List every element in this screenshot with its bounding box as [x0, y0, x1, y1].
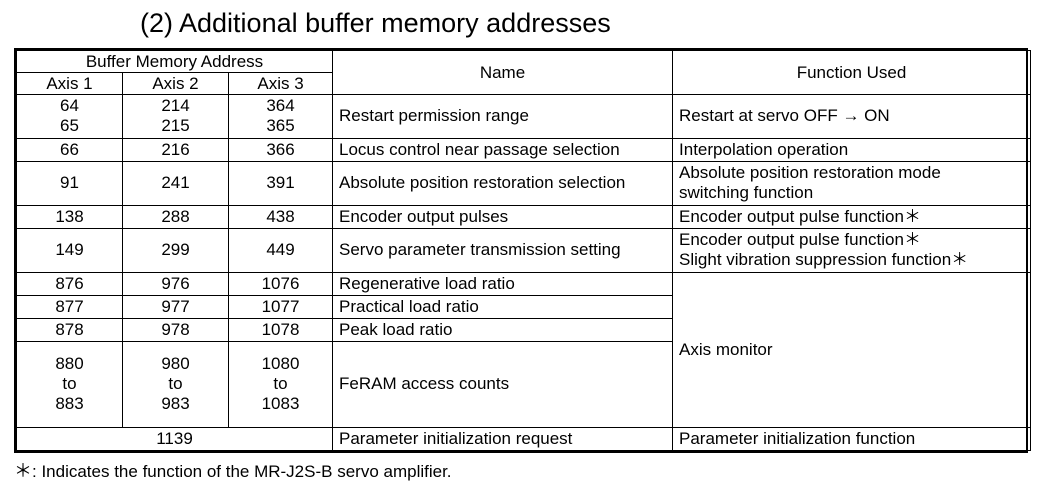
function-cell: Interpolation operation — [672, 137, 1032, 163]
name-cell: Locus control near passage selection — [332, 137, 674, 163]
axis-2-cell: 299 — [122, 228, 229, 273]
name-cell: Restart permission range — [332, 94, 674, 139]
function-cell: Parameter initialization function — [672, 426, 1032, 452]
header-buffer-memory-address: Buffer Memory Address — [15, 50, 334, 73]
table-row: 66 216 366 Locus control near passage se… — [16, 137, 1032, 163]
axis-1-cell: 877 — [16, 294, 123, 320]
header-axis-1: Axis 1 — [16, 72, 123, 95]
function-cell: Encoder output pulse function＊Slight vib… — [672, 228, 1032, 273]
axis-2-cell: 977 — [122, 294, 229, 320]
function-cell: Encoder output pulse function＊ — [672, 204, 1032, 230]
axis-2-cell: 216 — [122, 137, 229, 163]
name-cell: Peak load ratio — [332, 318, 674, 343]
header-name: Name — [332, 50, 674, 95]
axis-3-cell: 449 — [227, 228, 334, 273]
table-row: 876 976 1076 Regenerative load ratio Axi… — [16, 271, 1032, 428]
buffer-memory-table-frame: Buffer Memory Address Name Function Used… — [14, 48, 1032, 453]
axis-3-cell: 1078 — [227, 318, 334, 343]
axis-2-cell: 288 — [122, 204, 229, 230]
name-cell: Encoder output pulses — [332, 204, 674, 230]
axis-monitor-cell: Axis monitor — [672, 271, 1032, 428]
name-cell: Practical load ratio — [332, 294, 674, 320]
name-cell: Absolute position restoration selection — [332, 161, 674, 206]
axis-1-cell: 138 — [16, 204, 123, 230]
axis-3-cell: 366 — [227, 137, 334, 163]
section-title: (2) Additional buffer memory addresses — [140, 8, 611, 38]
axis-3-cell: 1076 — [227, 271, 334, 297]
axis-1-cell: 878 — [16, 318, 123, 343]
name-cell: Regenerative load ratio — [332, 271, 674, 297]
table-row: 1139 Parameter initialization request Pa… — [15, 426, 1032, 452]
table-row: 878 978 1078 Peak load ratio — [16, 318, 1031, 343]
axis-3-cell: 1077 — [227, 294, 334, 320]
header-function-used: Function Used — [672, 50, 1032, 95]
axis-2-cell: 976 — [122, 271, 229, 297]
axis-1-cell: 91 — [16, 161, 123, 206]
name-cell: Parameter initialization request — [332, 426, 674, 452]
header-axis-3: Axis 3 — [227, 72, 334, 95]
axis-3-cell: 391 — [227, 161, 334, 206]
function-cell: Restart at servo OFF → ON — [672, 94, 1032, 139]
asterisk-mark: ＊ — [14, 461, 32, 481]
table-row: 138 288 438 Encoder output pulses Encode… — [16, 204, 1032, 230]
header-axis-2: Axis 2 — [122, 72, 229, 95]
table-row: 877 977 1077 Practical load ratio — [16, 294, 1031, 320]
footnote-text: : Indicates the function of the MR-J2S-B… — [32, 462, 452, 481]
table-row: 149 299 449 Servo parameter transmission… — [16, 228, 1032, 273]
axis-1-cell: 876 — [16, 271, 123, 297]
axis-1-cell: 149 — [16, 228, 123, 273]
name-cell: FeRAM access counts — [332, 341, 674, 428]
table-row: 91 241 391 Absolute position restoration… — [16, 161, 1032, 206]
buffer-memory-table: Buffer Memory Address Name Function Used… — [15, 50, 1032, 452]
address-cell: 1139 — [15, 426, 334, 452]
axis-2-cell: 978 — [122, 318, 229, 343]
axis-3-cell: 438 — [227, 204, 334, 230]
footnote: ＊: Indicates the function of the MR-J2S-… — [14, 460, 452, 483]
name-cell: Servo parameter transmission setting — [332, 228, 674, 273]
axis-2-cell: 241 — [122, 161, 229, 206]
axis-1-cell: 66 — [16, 137, 123, 163]
